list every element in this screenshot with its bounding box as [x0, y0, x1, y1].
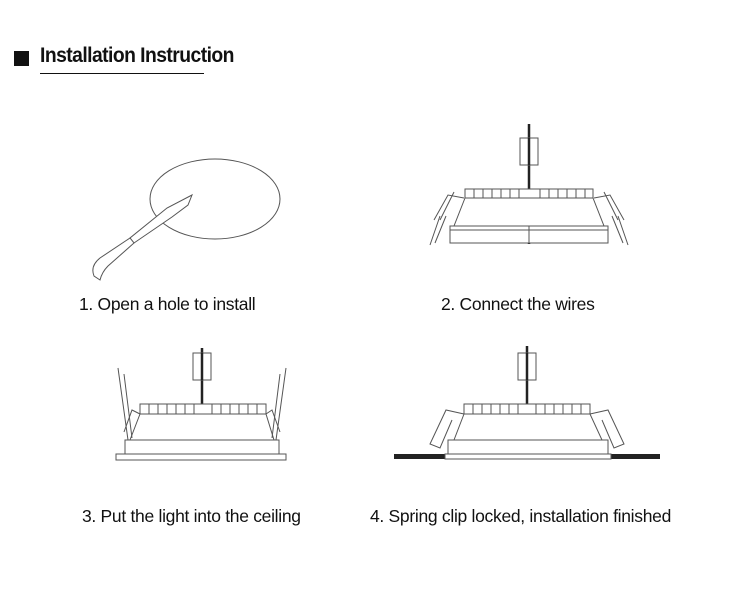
- step-4-illustration: [390, 340, 665, 470]
- page-title: Installation Instruction: [40, 44, 234, 67]
- step-2-caption: 2. Connect the wires: [441, 294, 595, 314]
- step-3-illustration: [110, 340, 300, 470]
- step-1-illustration: [60, 150, 300, 290]
- light-wiring-icon: [429, 124, 629, 246]
- light-insertion-icon: [115, 348, 287, 461]
- light-installed-icon: [394, 346, 660, 460]
- step-3-caption: 3. Put the light into the ceiling: [82, 506, 301, 526]
- title-underline: [40, 73, 204, 74]
- step-2-illustration: [420, 120, 640, 255]
- hole-cutting-icon: [92, 158, 281, 281]
- step-4-caption: 4. Spring clip locked, installation fini…: [370, 506, 672, 526]
- bullet-square-icon: [14, 51, 29, 66]
- step-1-caption: 1. Open a hole to install: [79, 294, 256, 314]
